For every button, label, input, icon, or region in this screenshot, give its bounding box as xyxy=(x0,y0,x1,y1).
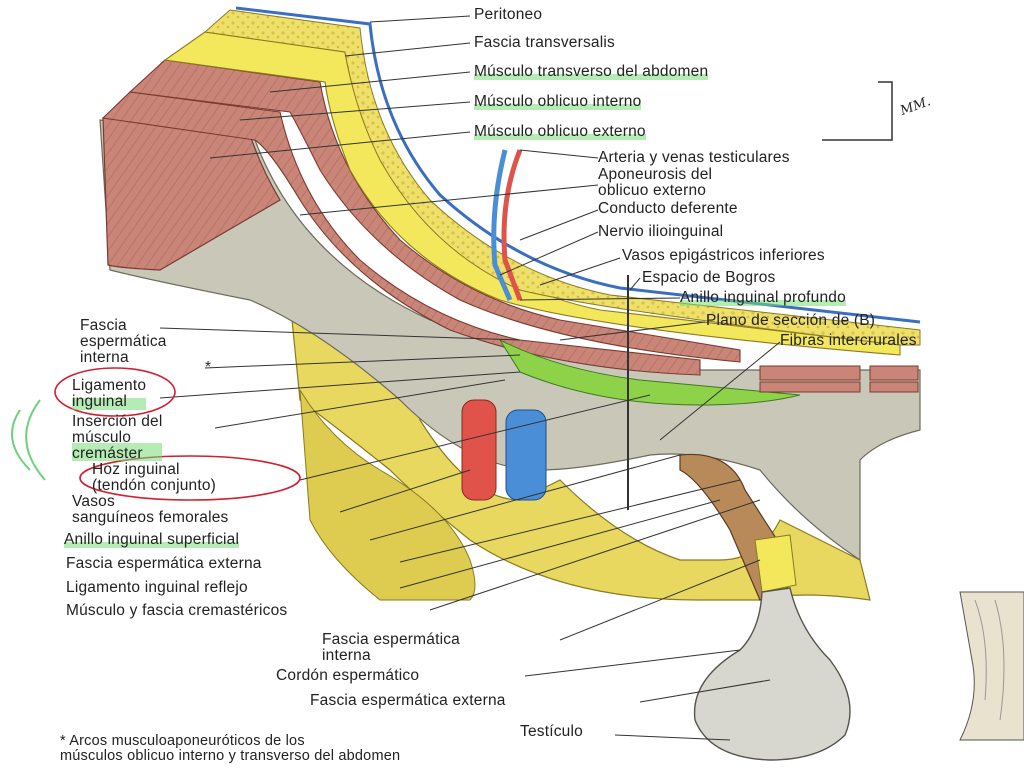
label-arteria-venas: Arteria y venas testiculares xyxy=(598,149,790,166)
green-scribble xyxy=(11,399,46,481)
label-musculo-transverso: Músculo transverso del abdomen xyxy=(474,63,709,80)
label-fibras-intercrurales: Fibras intercrurales xyxy=(780,332,917,349)
testis-shape xyxy=(693,587,851,761)
extraperitoneal-fat xyxy=(203,9,921,346)
label-insercion-cremaster: Inserción del músculo cremáster xyxy=(72,413,163,462)
label-aponeurosis: Aponeurosis del oblicuo externo xyxy=(598,166,713,199)
inset-detail xyxy=(959,591,1024,741)
label-espacio-bogros: Espacio de Bogros xyxy=(642,269,776,286)
testicular-vein xyxy=(491,149,513,301)
label-anillo-profundo: Anillo inguinal profundo xyxy=(680,289,846,306)
leader-lines xyxy=(159,15,781,741)
cut-muscle-strip-1 xyxy=(759,365,861,381)
label-peritoneo: Peritoneo xyxy=(474,6,543,23)
cut-muscle-strip-3 xyxy=(759,381,861,393)
label-ligamento-inguinal: Ligamento inguinal xyxy=(72,377,147,410)
testicular-artery xyxy=(501,149,523,301)
label-plano-seccion: Plano de sección de (B) xyxy=(706,312,876,329)
spermatic-cord-yellow-band xyxy=(754,534,797,593)
label-cordon-espermatico: Cordón espermático xyxy=(276,667,420,684)
label-musculo-cremastericos: Músculo y fascia cremastéricos xyxy=(66,602,288,619)
label-fascia-espermatica-externa-left: Fascia espermática externa xyxy=(66,555,262,572)
femoral-artery xyxy=(461,399,497,501)
label-musculo-oblicuo-interno: Músculo oblicuo interno xyxy=(474,93,642,110)
label-vasos-femorales: Vasos sanguíneos femorales xyxy=(72,493,229,526)
pubic-bone-lower xyxy=(299,389,476,601)
label-anillo-superficial: Anillo inguinal superficial xyxy=(64,531,240,548)
label-fascia-espermatica-interna-bottom: Fascia espermática interna xyxy=(322,631,460,664)
label-musculo-oblicuo-externo: Músculo oblicuo externo xyxy=(474,123,646,140)
label-hoz-inguinal: Hoz inguinal (tendón conjunto) xyxy=(92,461,217,494)
label-fascia-transversalis: Fascia transversalis xyxy=(474,34,615,51)
label-asterisk: * xyxy=(205,359,212,376)
label-nervio-ilioinguinal: Nervio ilioinguinal xyxy=(598,223,724,240)
label-vasos-epigastricos: Vasos epigástricos inferiores xyxy=(622,247,825,264)
muscle-group-bracket xyxy=(822,81,893,141)
internal-oblique-muscle xyxy=(101,91,701,376)
external-oblique-muscle xyxy=(102,117,281,271)
label-conducto-deferente: Conducto deferente xyxy=(598,200,738,217)
cut-muscle-strip-2 xyxy=(869,365,919,381)
label-testiculo: Testículo xyxy=(520,723,583,740)
femoral-vein xyxy=(505,409,547,501)
label-fascia-espermatica-externa-bottom: Fascia espermática externa xyxy=(310,692,506,709)
inguinal-ligament-band xyxy=(498,338,801,406)
cut-muscle-strip-4 xyxy=(869,381,919,393)
footnote: * Arcos musculoaponeuróticos de los músc… xyxy=(60,733,401,764)
label-ligamento-reflejo: Ligamento inguinal reflejo xyxy=(66,579,248,596)
label-fascia-espermatica-interna-left: Fascia espermática interna xyxy=(80,317,167,366)
highlight-hoz-inguinal xyxy=(79,455,301,501)
